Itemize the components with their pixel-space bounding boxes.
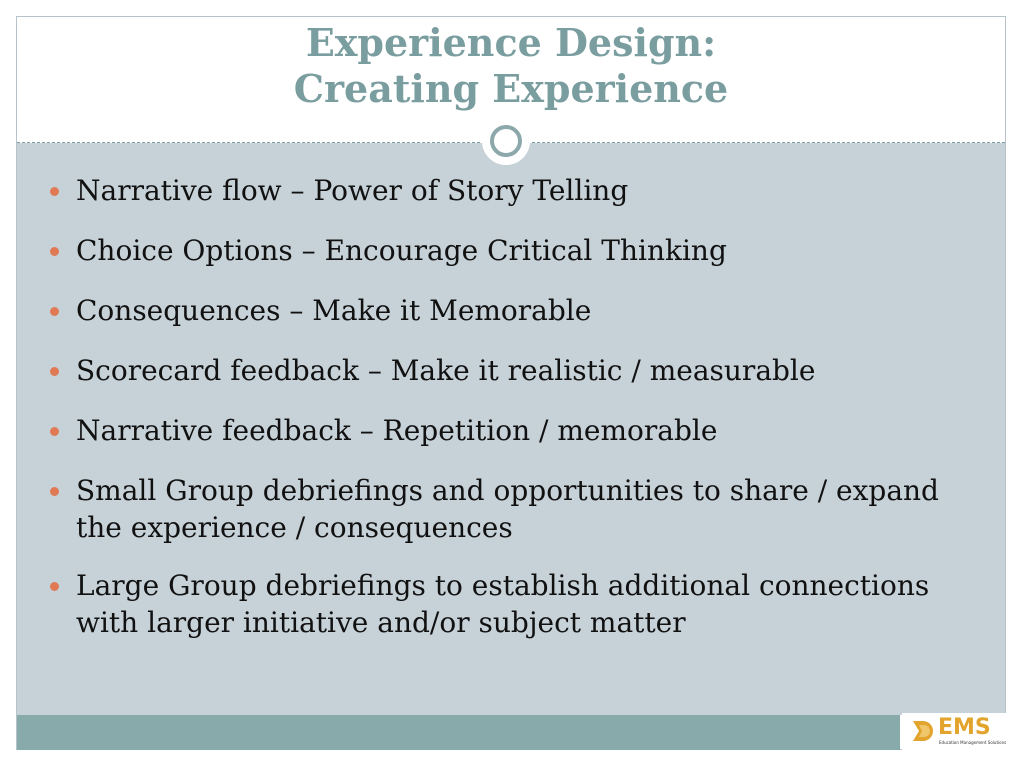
bullet-item: Large Group debriefings to establish add… bbox=[48, 567, 988, 641]
bullet-item: Narrative flow – Power of Story Telling bbox=[48, 172, 988, 209]
title-area: Experience Design: Creating Experience bbox=[16, 16, 1006, 142]
bullet-text: Small Group debriefings and opportunitie… bbox=[76, 474, 939, 544]
ems-logo-icon bbox=[913, 721, 933, 741]
bullet-text: Narrative feedback – Repetition / memora… bbox=[76, 414, 718, 447]
footer-bar bbox=[17, 715, 900, 750]
bullet-dot-icon bbox=[50, 427, 59, 436]
bullet-dot-icon bbox=[50, 582, 59, 591]
bullet-list: Narrative flow – Power of Story Telling … bbox=[48, 172, 988, 664]
ems-logo: EMS Education Management Solutions bbox=[902, 713, 1006, 751]
bullet-text: Narrative flow – Power of Story Telling bbox=[76, 174, 629, 207]
bullet-dot-icon bbox=[50, 307, 59, 316]
bullet-text: Scorecard feedback – Make it realistic /… bbox=[76, 354, 816, 387]
bullet-dot-icon bbox=[50, 367, 59, 376]
bullet-dot-icon bbox=[50, 187, 59, 196]
slide-title-line-1: Experience Design: bbox=[305, 20, 717, 65]
circle-ornament-inner bbox=[490, 125, 522, 157]
slide-title-line-2: Creating Experience bbox=[293, 66, 729, 111]
bullet-item: Scorecard feedback – Make it realistic /… bbox=[48, 352, 988, 389]
content-panel bbox=[17, 143, 1005, 715]
bullet-item: Consequences – Make it Memorable bbox=[48, 292, 988, 329]
circle-ornament-icon bbox=[482, 117, 530, 165]
bullet-text: Large Group debriefings to establish add… bbox=[76, 569, 930, 639]
bullet-item: Narrative feedback – Repetition / memora… bbox=[48, 412, 988, 449]
logo-text: EMS bbox=[938, 715, 991, 740]
bullet-dot-icon bbox=[50, 487, 59, 496]
bullet-dot-icon bbox=[50, 247, 59, 256]
bullet-text: Consequences – Make it Memorable bbox=[76, 294, 592, 327]
bullet-item: Small Group debriefings and opportunitie… bbox=[48, 472, 988, 546]
bullet-text: Choice Options – Encourage Critical Thin… bbox=[76, 234, 727, 267]
logo-subtitle: Education Management Solutions bbox=[939, 740, 1007, 745]
bullet-item: Choice Options – Encourage Critical Thin… bbox=[48, 232, 988, 269]
